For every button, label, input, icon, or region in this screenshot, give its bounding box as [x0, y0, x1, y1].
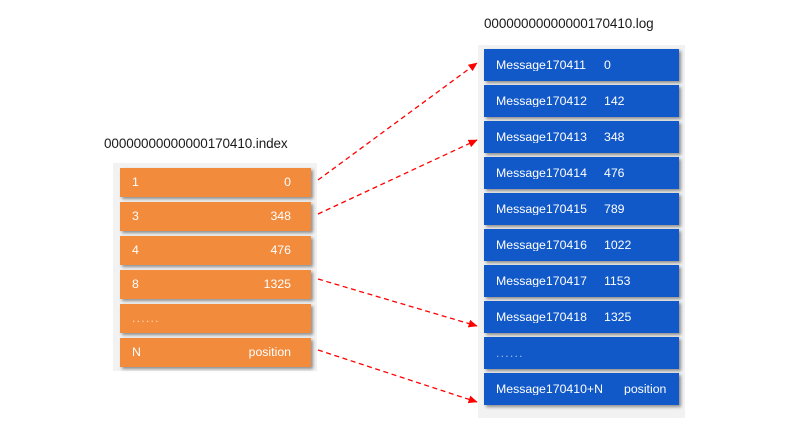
log-position: 142	[604, 94, 625, 108]
log-row[interactable]: Message170414 476	[484, 157, 679, 189]
arrow-index1-to-log2	[317, 139, 478, 215]
log-message: Message170412	[496, 94, 587, 108]
arrow-index0-to-log0	[317, 62, 478, 181]
log-row[interactable]: Message170410+N position	[484, 373, 679, 405]
log-message: Message170418	[496, 310, 587, 324]
log-message: Message170413	[496, 130, 587, 144]
log-message: Message170411	[496, 58, 587, 72]
index-offset: 1	[132, 176, 139, 189]
log-file-title: 00000000000000170410.log	[484, 16, 654, 31]
log-row-ellipsis: ......	[484, 337, 679, 369]
index-offset: 4	[132, 244, 139, 257]
log-message: Message170416	[496, 238, 587, 252]
log-position: 348	[604, 130, 625, 144]
log-row[interactable]: Message170411 0	[484, 49, 679, 81]
index-offset: N	[132, 346, 141, 359]
log-position: 476	[604, 166, 625, 180]
arrow-index3-to-log7	[317, 278, 478, 328]
log-file-group: Message170411 0 Message170412 142 Messag…	[478, 45, 685, 418]
index-position: 0	[284, 176, 291, 189]
log-message: ......	[496, 346, 524, 360]
log-message: Message170417	[496, 274, 587, 288]
index-row[interactable]: N position	[120, 338, 311, 367]
log-row[interactable]: Message170412 142	[484, 85, 679, 117]
log-position: position	[624, 382, 667, 396]
index-row[interactable]: 3 348	[120, 202, 311, 231]
arrow-index5-to-log9	[317, 349, 478, 404]
log-message: Message170414	[496, 166, 587, 180]
index-offset: 3	[132, 210, 139, 223]
log-position: 1325	[604, 310, 632, 324]
index-position: 476	[270, 244, 291, 257]
index-row-ellipsis: ......	[120, 304, 311, 333]
index-offset: ......	[132, 312, 160, 325]
log-position: 1153	[604, 274, 631, 288]
index-row[interactable]: 8 1325	[120, 270, 311, 299]
log-row[interactable]: Message170416 1022	[484, 229, 679, 261]
index-row[interactable]: 4 476	[120, 236, 311, 265]
log-position: 0	[604, 58, 611, 72]
index-file-group: 1 0 3 348 4 476 8 1325 ...... N position	[113, 163, 317, 371]
index-row[interactable]: 1 0	[120, 168, 311, 197]
log-row[interactable]: Message170417 1153	[484, 265, 679, 297]
index-offset: 8	[132, 278, 139, 291]
index-position: 1325	[263, 278, 291, 291]
log-position: 789	[604, 202, 625, 216]
log-row[interactable]: Message170413 348	[484, 121, 679, 153]
log-row[interactable]: Message170418 1325	[484, 301, 679, 333]
log-row[interactable]: Message170415 789	[484, 193, 679, 225]
log-position: 1022	[604, 238, 632, 252]
index-file-title: 00000000000000170410.index	[104, 136, 288, 151]
log-message: Message170410+N	[496, 382, 603, 396]
index-position: position	[248, 346, 291, 359]
index-position: 348	[270, 210, 291, 223]
log-message: Message170415	[496, 202, 587, 216]
